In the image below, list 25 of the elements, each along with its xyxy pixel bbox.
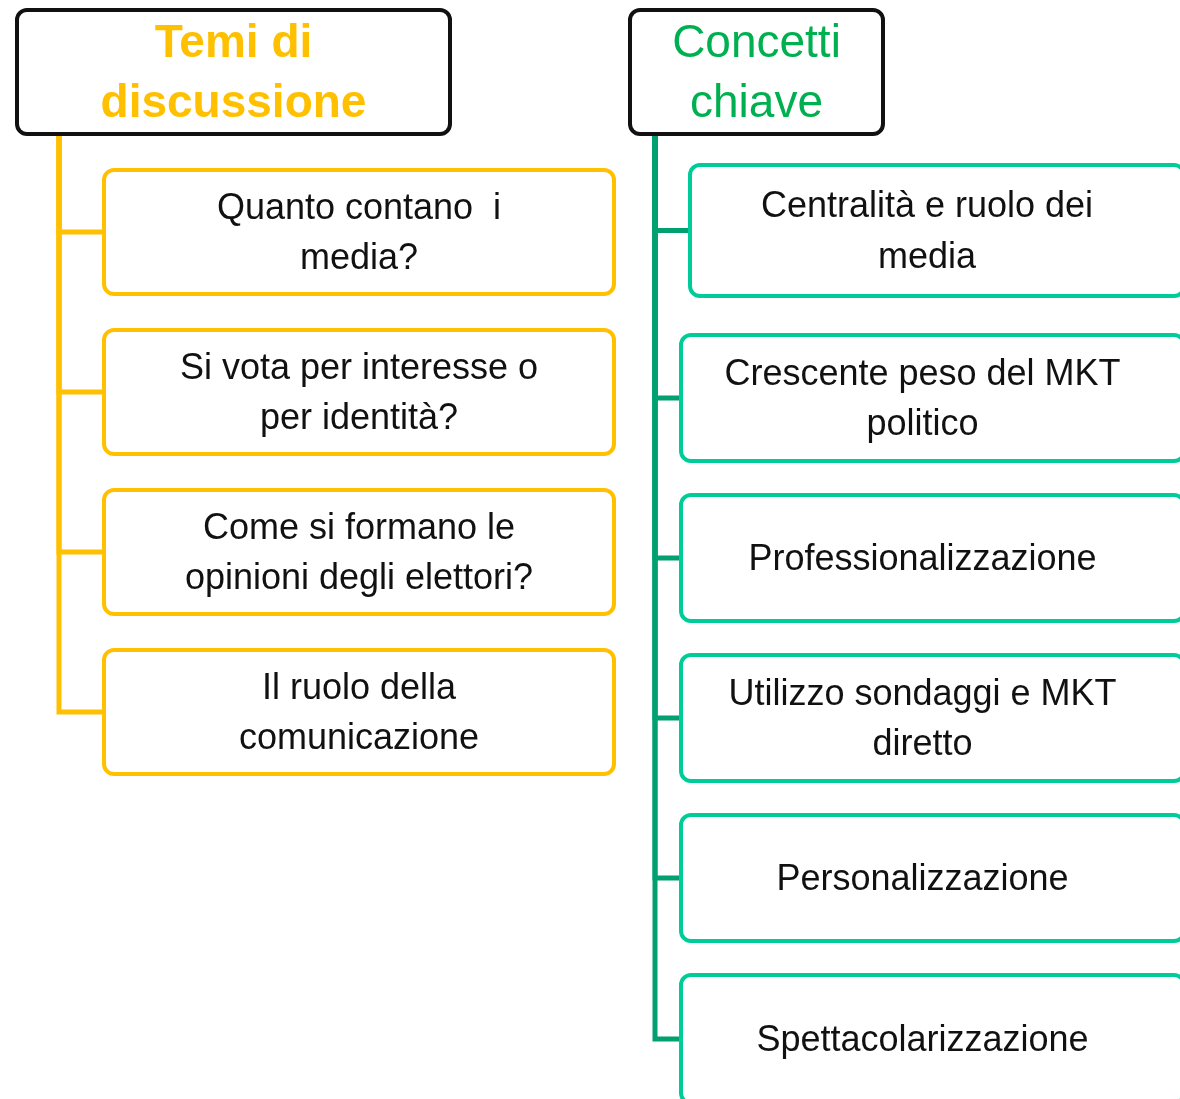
header-title: Concetti chiave (671, 14, 842, 129)
topic-box (102, 648, 616, 776)
topic-box (679, 493, 1180, 623)
topic-text: Il ruolo della comunicazione (237, 664, 481, 759)
topic-text: Si vota per interesse o per identità? (178, 344, 540, 439)
header-box (15, 8, 452, 136)
topic-text: Professionalizzazione (747, 535, 1098, 580)
header-box (628, 8, 885, 136)
topic-box (679, 653, 1180, 783)
connector-line (56, 136, 102, 715)
topic-box (679, 813, 1180, 943)
topic-text: Personalizzazione (775, 855, 1070, 900)
topic-text: Spettacolarizzazione (755, 1016, 1090, 1061)
topic-box (679, 333, 1180, 463)
topic-text: Crescente peso del MKT politico (723, 350, 1122, 445)
topic-box (688, 163, 1180, 298)
topic-text: Quanto contano i media? (215, 184, 503, 279)
topic-text: Centralità e ruolo dei media (759, 183, 1095, 278)
topic-box (102, 168, 616, 296)
header-title: Temi di discussione (99, 14, 368, 129)
topic-text: Utilizzo sondaggi e MKT diretto (727, 670, 1118, 765)
topic-box (679, 973, 1180, 1099)
topic-box (102, 328, 616, 456)
topic-text: Come si formano le opinioni degli elettori? (183, 504, 535, 599)
topic-box (102, 488, 616, 616)
